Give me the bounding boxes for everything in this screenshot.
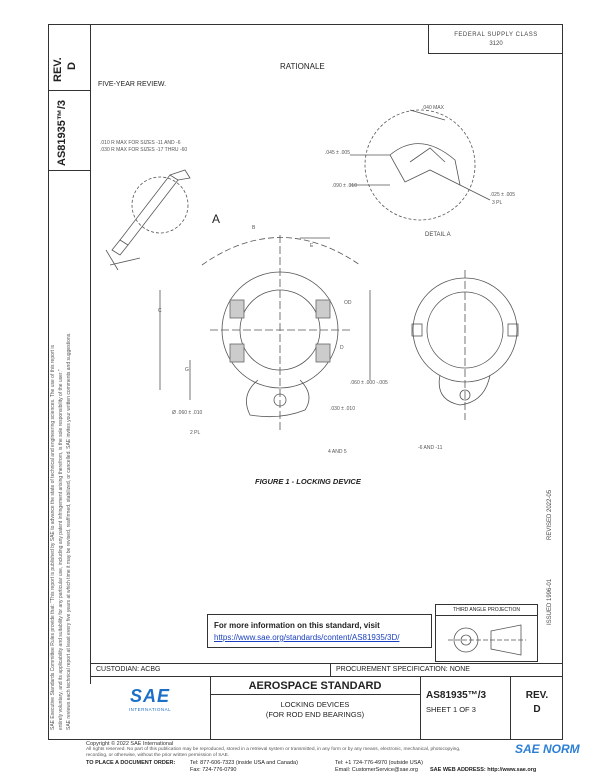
projection-box: THIRD ANGLE PROJECTION: [435, 604, 538, 662]
procurement-spec: PROCUREMENT SPECIFICATION: NONE: [336, 666, 470, 673]
issued-date: ISSUED 1996-01: [547, 578, 553, 625]
rev-box-divider: [48, 90, 90, 91]
dim-sizes-6-11: -6 AND -11: [418, 445, 443, 451]
standard-title: AEROSPACE STANDARD: [248, 680, 382, 692]
fsc-stamp-line1: FEDERAL SUPPLY CLASS: [454, 32, 538, 38]
dim-2pl: 2 PL: [190, 430, 201, 436]
alternate-view: [411, 270, 519, 420]
detail-a-callout: A: [212, 212, 221, 226]
title-rev-value: D: [533, 704, 541, 715]
dim-od: OD: [344, 300, 352, 306]
title-block-top: [90, 663, 563, 664]
front-view: [159, 235, 371, 430]
rights-line-2: recording, or otherwise, without the pri…: [86, 753, 230, 758]
tel-usa: Tel: 877-606-7323 (inside USA and Canada…: [190, 760, 298, 766]
doc-number-vertical: AS81935™/3: [56, 99, 68, 166]
sae-logo: SAE INTERNATIONAL: [120, 686, 180, 722]
order-label: TO PLACE A DOCUMENT ORDER:: [86, 760, 176, 766]
projection-symbol: [448, 624, 526, 656]
dim-d: D: [340, 345, 344, 351]
standard-link[interactable]: https://www.sae.org/standards/content/AS…: [214, 633, 400, 642]
legal-text-line-2: entirely voluntary, and its applicabilit…: [58, 369, 64, 730]
projection-label: THIRD ANGLE PROJECTION: [436, 605, 537, 616]
rights-line-1: All rights reserved. No part of this pub…: [86, 747, 461, 752]
rev-label: REV.: [52, 57, 64, 82]
title-rev-label: REV.: [525, 690, 549, 701]
fax: Fax: 724-776-0790: [190, 767, 237, 773]
dim-025: .025 ± .005: [490, 192, 515, 198]
dim-dia-060: Ø .060 ± .010: [172, 410, 203, 416]
rationale-title: RATIONALE: [280, 62, 325, 71]
fsc-stamp-box: [428, 24, 563, 54]
subtitle-line-2: (FOR ROD END BEARINGS): [265, 710, 365, 719]
dim-radius-small: .010 R MAX FOR SIZES -11 AND -6: [100, 140, 181, 146]
dim-e: E: [310, 243, 314, 249]
rev-divider: [510, 676, 511, 740]
title-divider: [210, 694, 420, 695]
legal-text-line-1: SAE Executive Standards Committee Rules …: [50, 345, 56, 730]
sae-logo-text: SAE: [129, 686, 170, 706]
sheet-number: SHEET 1 OF 3: [426, 705, 476, 714]
detail-a-title: DETAIL A: [425, 232, 451, 238]
dim-radius-large: .030 R MAX FOR SIZES -17 THRU -60: [100, 147, 188, 153]
subtitle-line-1: LOCKING DEVICES: [280, 700, 350, 709]
dim-045: .045 ± .005: [325, 150, 350, 156]
legal-text-line-3: SAE reviews each technical report at lea…: [66, 332, 72, 730]
dim-4-and-5: 4 AND 5: [328, 449, 347, 455]
left-column-divider: [90, 24, 91, 684]
copyright: Copyright © 2022 SAE International: [86, 741, 174, 747]
dim-3pl: 3 PL: [492, 200, 503, 206]
doc-number-divider: [420, 676, 421, 740]
info-notice-box: For more information on this standard, v…: [207, 614, 432, 648]
tel-intl: Tel: +1 724-776-4970 (outside USA): [335, 760, 423, 766]
locking-device-drawing: [105, 109, 519, 430]
detail-a-view: [350, 109, 491, 221]
figure-caption: FIGURE 1 - LOCKING DEVICE: [255, 477, 361, 486]
dim-030: .030 ± .010: [330, 406, 355, 412]
custodian: CUSTODIAN: ACBG: [96, 666, 161, 673]
dim-b: B: [252, 225, 256, 231]
email[interactable]: Email: CustomerService@sae.org: [335, 767, 418, 773]
doc-number: AS81935™/3: [426, 690, 487, 701]
title-block-divider: [90, 676, 563, 677]
dim-060-rad: .060 ± .000 -.005: [350, 380, 388, 386]
fsc-stamp-line2: 3120: [489, 41, 503, 47]
dim-c: C: [158, 308, 162, 314]
dim-090: .090 ± .010: [332, 183, 357, 189]
sae-logo-subtext: INTERNATIONAL: [128, 707, 172, 712]
notice-heading: For more information on this standard, v…: [214, 621, 380, 630]
rationale-text: FIVE-YEAR REVIEW.: [98, 81, 167, 88]
doc-box-divider: [48, 170, 90, 171]
logo-divider: [210, 676, 211, 740]
custodian-divider: [330, 663, 331, 676]
watermark: SAE NORM: [515, 742, 580, 756]
rev-value: D: [66, 62, 78, 70]
dim-040-max: .040 MAX: [422, 105, 444, 111]
web-address[interactable]: SAE WEB ADDRESS: http://www.sae.org: [430, 767, 537, 773]
dim-g: G: [185, 367, 189, 373]
drawing-frame: [48, 24, 563, 740]
side-view: [105, 169, 191, 271]
